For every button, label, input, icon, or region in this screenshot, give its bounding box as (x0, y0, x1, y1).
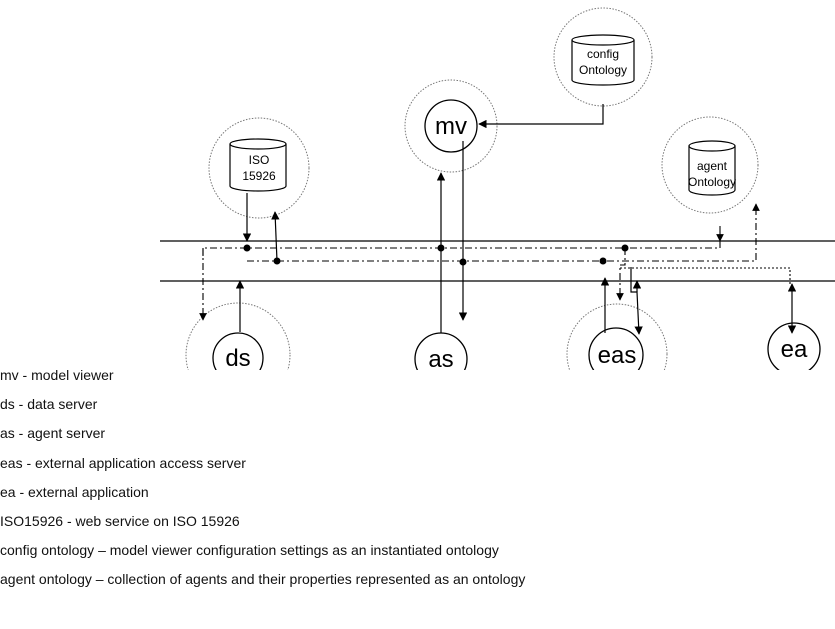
agent-ontology-db: agent Ontology (688, 140, 736, 196)
agent-db-label-1: agent (697, 159, 728, 173)
iso-db-label-2: 15926 (242, 169, 276, 183)
iso15926-db: ISO 15926 (229, 138, 287, 192)
mv-label: mv (435, 113, 467, 140)
eas-label: eas (598, 342, 637, 369)
junction-dot (599, 257, 607, 265)
legend-item-ea: ea - external application (0, 483, 149, 500)
ea-label: ea (781, 336, 808, 363)
config-db-label-1: config (587, 47, 619, 61)
bus-to-iso-arrow (271, 211, 280, 262)
bus-route-upper (202, 236, 721, 256)
config-db-label-2: Ontology (579, 63, 627, 77)
mv-node (424, 99, 478, 153)
legend-item-config-ontology: config ontology – model viewer configura… (0, 542, 499, 559)
legend-item-mv: mv - model viewer (0, 367, 114, 383)
junction-dot (621, 244, 629, 252)
junction-dot (243, 244, 251, 252)
as-label: as (428, 346, 453, 370)
agent-db-halo (661, 116, 759, 214)
junction-dot (273, 257, 281, 265)
legend-item-agent-ontology: agent ontology – collection of agents an… (0, 571, 526, 588)
bus-route-ea (620, 267, 791, 284)
bus-route-eas (616, 248, 626, 301)
junction-dot (459, 258, 467, 266)
architecture-diagram: mv ds as eas ea config Ontology ISO 1592… (160, 7, 835, 370)
eas-node (588, 327, 644, 370)
legend-item-eas: eas - external application access server (0, 454, 246, 471)
config-to-mv-arrow (478, 104, 604, 129)
mv-halo (404, 79, 498, 173)
legend-item-ds: ds - data server (0, 396, 98, 413)
bus-to-eas-arrow (630, 267, 643, 335)
junction-dot (437, 244, 445, 252)
legend-list: mv - model viewer ds - data server as - … (0, 366, 525, 600)
legend-item-iso15926: ISO15926 - web service on ISO 15926 (0, 512, 240, 529)
ds-label: ds (225, 345, 250, 370)
legend-item-as: as - agent server (0, 425, 106, 442)
ds-halo (185, 302, 291, 370)
config-db-halo (553, 7, 653, 107)
ds-node (212, 332, 264, 370)
iso-db-halo (208, 117, 310, 219)
iso-db-label-1: ISO (249, 153, 270, 167)
agent-db-label-2: Ontology (688, 175, 736, 189)
eas-halo (566, 303, 668, 370)
bus-route-lower (247, 203, 760, 262)
config-ontology-db: config Ontology (571, 34, 635, 86)
